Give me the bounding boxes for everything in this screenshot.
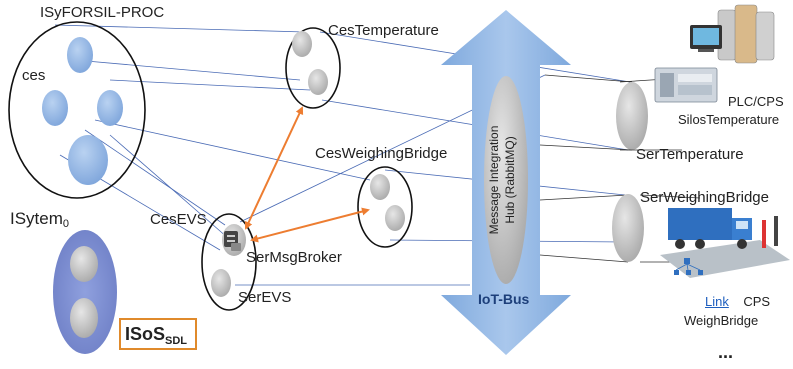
ces-temperature-system xyxy=(285,27,341,109)
isytem-0 xyxy=(53,230,117,354)
link-link[interactable]: Link xyxy=(705,294,729,309)
ser-weighing-bridge-label: SerWeighingBridge xyxy=(640,189,769,206)
ces-label: ces xyxy=(22,67,46,84)
ces-bubble-2 xyxy=(42,90,68,126)
isos-sub: SDL xyxy=(165,335,188,347)
link-cps-row: Link CPS xyxy=(705,295,770,308)
isyforsil-label: ISyFORSIL-PROC xyxy=(40,4,165,21)
isos-sdl-box xyxy=(119,318,197,350)
ser-weighing-bridge-channel xyxy=(539,194,701,263)
broker-icon xyxy=(224,231,241,251)
isos-sdl-label: ISoSSDL xyxy=(125,324,187,347)
ces-bubble-3 xyxy=(97,90,123,126)
silos-icon xyxy=(690,4,775,64)
isytem-label: ISytem0 xyxy=(10,210,69,230)
iot-bus-label: IoT-Bus xyxy=(478,291,530,307)
weighbridge-label: WeighBridge xyxy=(684,313,759,328)
plc-cps-label: PLC/CPS xyxy=(728,94,784,109)
cps-label: CPS xyxy=(743,294,771,309)
plc-controller-icon xyxy=(654,67,718,103)
isytem-main: ISytem xyxy=(10,209,63,228)
bus-label-line1: Message Integration xyxy=(487,126,501,235)
ser-temperature-label: SerTemperature xyxy=(636,146,744,163)
ser-msg-broker-label: SerMsgBroker xyxy=(246,249,342,266)
arrow-evs-weighing xyxy=(250,207,370,243)
ces-weighing-bridge-label: CesWeighingBridge xyxy=(315,145,448,162)
ser-evs-label: SerEVS xyxy=(238,289,292,306)
ces-weighing-bridge-bubble-2 xyxy=(385,205,405,231)
bus-label-line2: Hub (RabbitMQ) xyxy=(503,136,517,223)
isytem-bubble-2 xyxy=(70,298,98,338)
ces-evs-system xyxy=(201,213,257,311)
ces-bubble-1 xyxy=(67,37,93,73)
truck-weighbridge-icon xyxy=(660,208,790,278)
ces-evs-label: CesEVS xyxy=(150,211,207,228)
ces-weighing-bridge-bubble-1 xyxy=(370,174,390,200)
ces-evs-bubble-2 xyxy=(211,269,231,297)
ellipsis-label: ... xyxy=(718,342,734,362)
message-integration-hub xyxy=(484,76,528,284)
ces-weighing-bridge-system xyxy=(357,166,413,248)
isytem-bubble-1 xyxy=(70,246,98,282)
ces-temperature-bubble-1 xyxy=(292,31,312,57)
ces-temperature-label: CesTemperature xyxy=(328,22,439,39)
ces-bubble-4 xyxy=(68,135,108,185)
isos-main: ISoS xyxy=(125,324,166,344)
arrow-evs-temperature xyxy=(244,106,304,230)
isytem-sub: 0 xyxy=(62,218,70,230)
ces-temperature-bubble-2 xyxy=(308,69,328,95)
silos-temperature-label: SilosTemperature xyxy=(678,112,780,127)
isyforsil-system xyxy=(8,21,146,199)
